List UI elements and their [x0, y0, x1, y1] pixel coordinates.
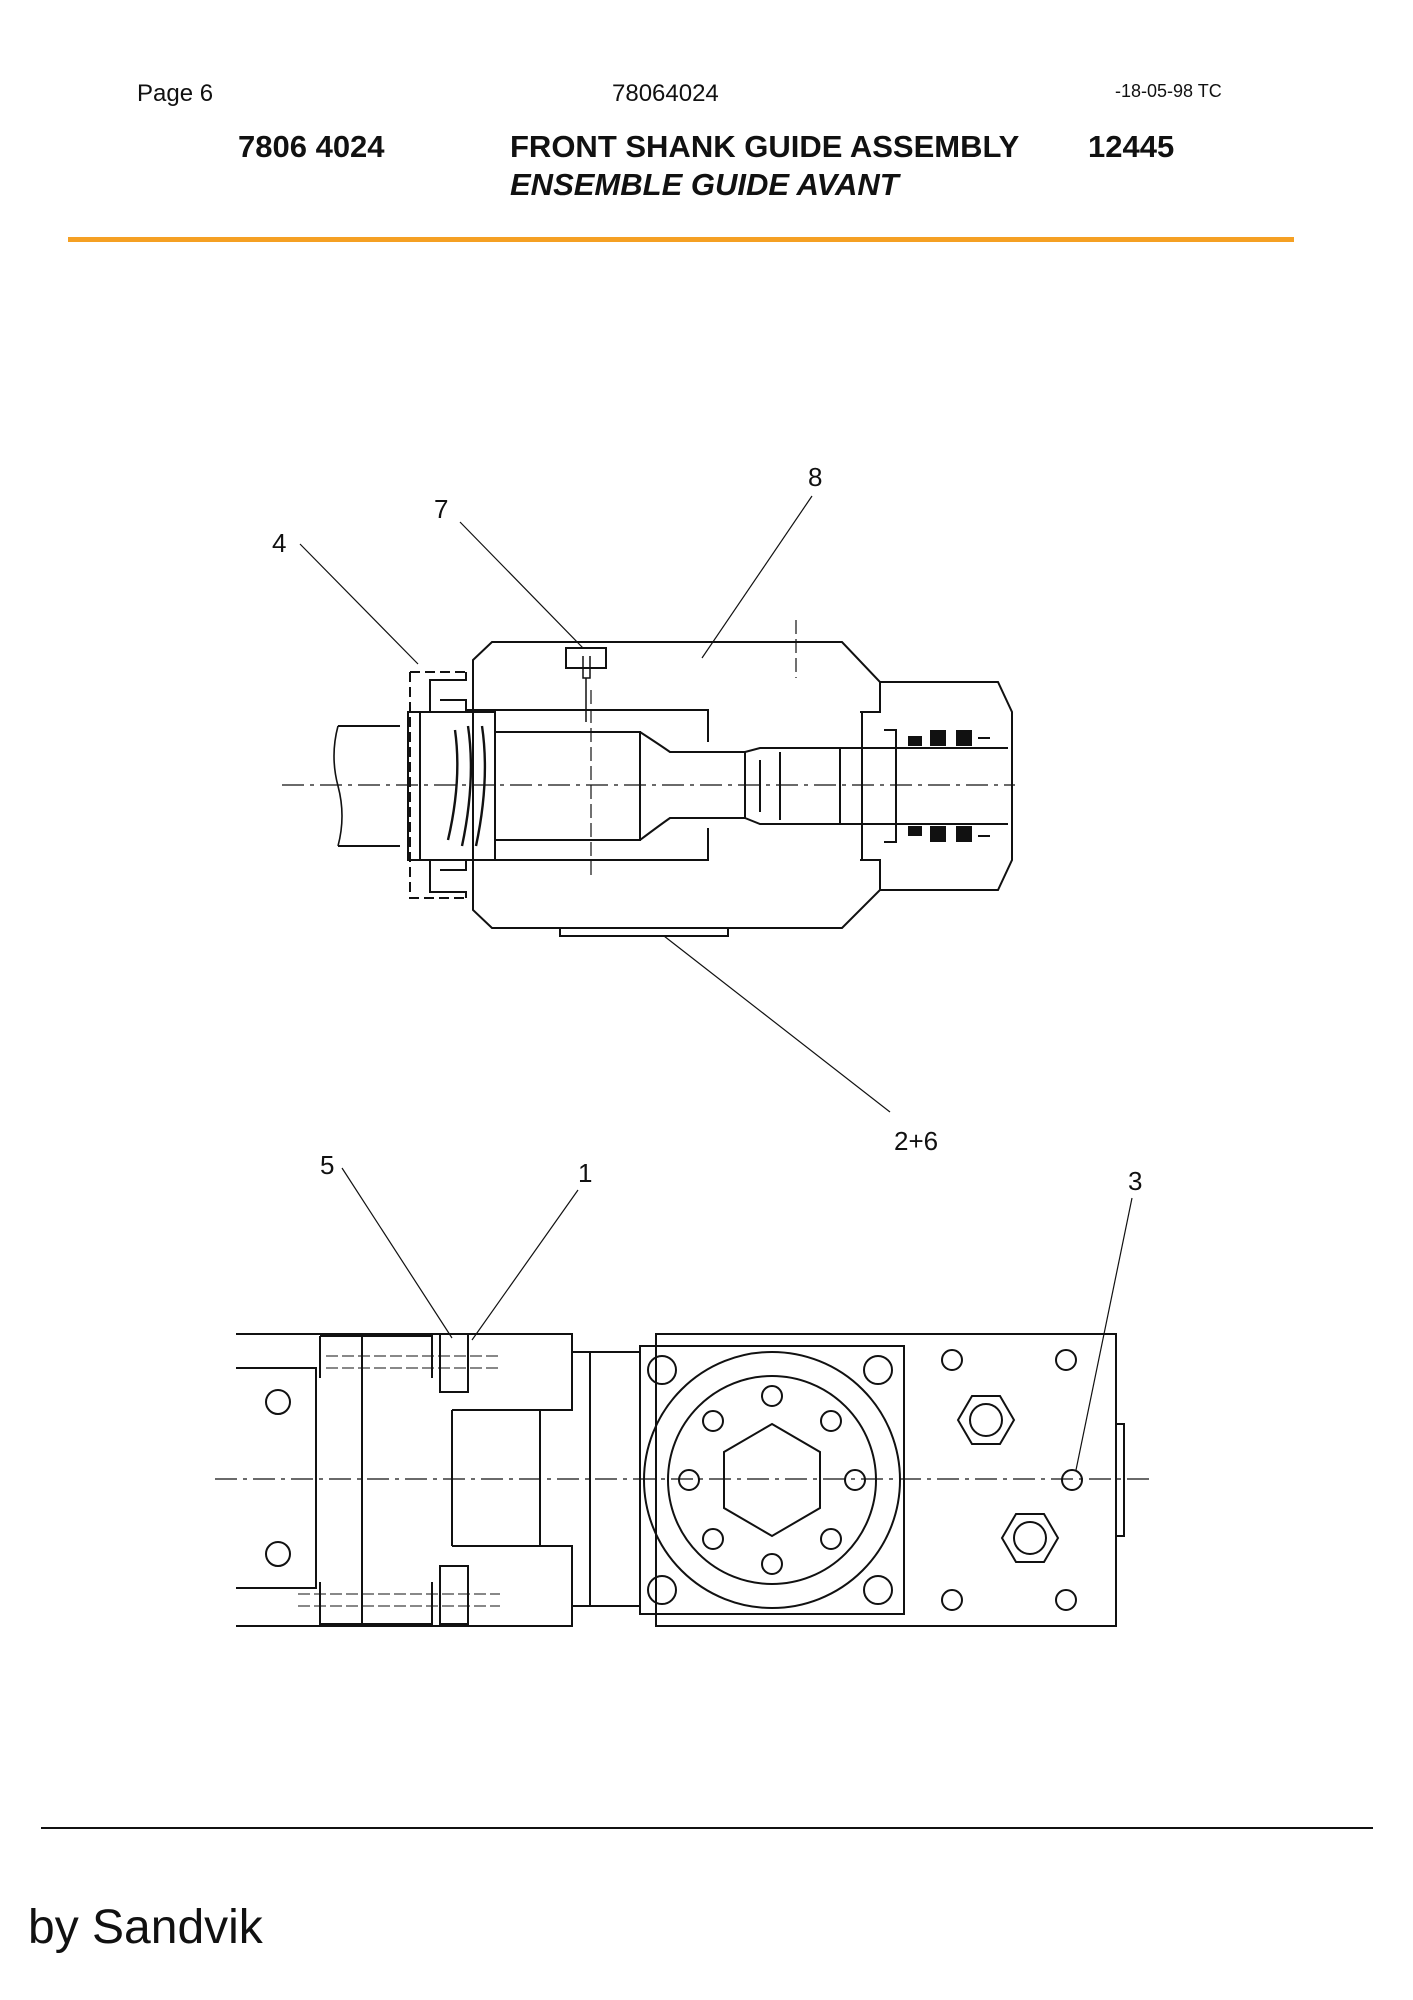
assembly-title-en: FRONT SHANK GUIDE ASSEMBLY	[510, 129, 1020, 164]
document-number: 78064024	[612, 80, 719, 107]
assembly-code: 12445	[1088, 129, 1175, 164]
corner-screws	[647, 1355, 893, 1605]
assembly-drawing: 4 7 8 2+6 5 1 3	[215, 462, 1150, 1627]
footer-rule	[41, 1827, 1373, 1829]
assembly-title-fr: ENSEMBLE GUIDE AVANT	[510, 167, 899, 202]
callout-7: 7	[434, 494, 448, 524]
callout-8: 8	[808, 462, 822, 492]
callout-5: 5	[320, 1150, 334, 1180]
plan-view	[215, 1167, 1150, 1627]
callout-3: 3	[1128, 1166, 1142, 1196]
page-number: Page 6	[137, 80, 214, 107]
header-accent-rule	[68, 237, 1294, 242]
callout-2-6: 2+6	[894, 1126, 938, 1156]
section-view	[282, 495, 1015, 1113]
bolt-circle	[678, 1385, 866, 1575]
revision-date: -18-05-98 TC	[1115, 81, 1222, 101]
callout-4: 4	[272, 528, 286, 558]
callout-1: 1	[578, 1158, 592, 1188]
part-number: 7806 4024	[238, 129, 385, 164]
footer-brand: by Sandvik	[28, 1901, 263, 1954]
